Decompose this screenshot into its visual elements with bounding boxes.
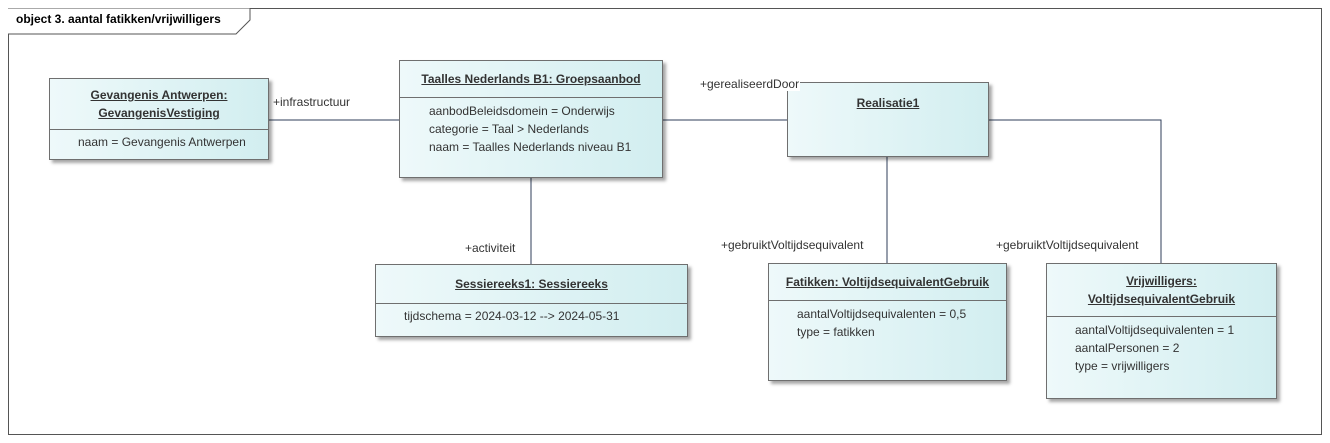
attribute: naam = Taalles Nederlands niveau B1 [429, 140, 632, 154]
object-title-text: Sessiereeks1: Sessiereeks [455, 277, 608, 291]
object-vrijwilligers[interactable]: Vrijwilligers: VoltijdsequivalentGebruik… [1046, 263, 1277, 399]
object-title: Vrijwilligers: VoltijdsequivalentGebruik [1047, 264, 1276, 316]
frame-title: object 3. aantal fatikken/vrijwilligers [16, 12, 221, 26]
object-taalles-nederlands[interactable]: Taalles Nederlands B1: Groepsaanbod aanb… [399, 60, 663, 178]
object-attributes: naam = Gevangenis Antwerpen [50, 129, 268, 151]
object-title: Taalles Nederlands B1: Groepsaanbod [400, 61, 662, 97]
object-title-line1: Vrijwilligers: [1126, 274, 1197, 288]
object-title-line2: GevangenisVestiging [98, 106, 220, 120]
object-realisatie1[interactable]: Realisatie1 [787, 82, 989, 157]
object-title-text: Fatikken: VoltijdsequivalentGebruik [785, 275, 990, 289]
object-attributes: aantalVoltijdsequivalenten = 1 aantalPer… [1047, 316, 1276, 375]
object-sessiereeks1[interactable]: Sessiereeks1: Sessiereeks tijdschema = 2… [375, 264, 688, 337]
attribute: aantalPersonen = 2 [1075, 341, 1180, 355]
object-title: Sessiereeks1: Sessiereeks [376, 265, 687, 303]
object-title: Gevangenis Antwerpen: GevangenisVestigin… [50, 79, 268, 129]
link-vrijwilligers [988, 119, 1162, 263]
attribute: categorie = Taal > Nederlands [429, 122, 589, 136]
attribute: aantalVoltijdsequivalenten = 0,5 [797, 307, 967, 321]
diagram-frame [8, 8, 1322, 435]
attribute: aantalVoltijdsequivalenten = 1 [1075, 323, 1235, 337]
object-attributes: aantalVoltijdsequivalenten = 0,5 type = … [769, 300, 1006, 341]
role-label-gebruikt-vrijwilligers: +gebruiktVoltijdsequivalent [996, 238, 1139, 252]
role-label-activiteit: +activiteit [465, 241, 516, 255]
object-title: Realisatie1 [788, 83, 988, 123]
object-title-text: Realisatie1 [856, 96, 920, 110]
role-label-gerealiseerd-door: +gerealiseerdDoor [699, 77, 801, 91]
object-title-line2: VoltijdsequivalentGebruik [1087, 292, 1236, 306]
object-attributes: aanbodBeleidsdomein = Onderwijs categori… [400, 97, 662, 156]
attribute: type = vrijwilligers [1075, 359, 1170, 373]
role-label-gebruikt-fatikken: +gebruiktVoltijdsequivalent [721, 238, 864, 252]
attribute: naam = Gevangenis Antwerpen [78, 135, 246, 149]
object-gevangenis-antwerpen[interactable]: Gevangenis Antwerpen: GevangenisVestigin… [49, 78, 269, 160]
frame-tab [8, 8, 251, 35]
object-title-line1: Gevangenis Antwerpen: [90, 88, 228, 102]
attribute: aanbodBeleidsdomein = Onderwijs [429, 104, 615, 118]
attribute: type = fatikken [797, 325, 875, 339]
object-fatikken[interactable]: Fatikken: VoltijdsequivalentGebruik aant… [768, 263, 1007, 381]
object-attributes: tijdschema = 2024-03-12 --> 2024-05-31 [376, 303, 687, 325]
role-label-infrastructuur: +infrastructuur [273, 95, 351, 109]
object-title: Fatikken: VoltijdsequivalentGebruik [769, 264, 1006, 300]
attribute: tijdschema = 2024-03-12 --> 2024-05-31 [404, 309, 620, 323]
object-title-text: Taalles Nederlands B1: Groepsaanbod [421, 72, 641, 86]
